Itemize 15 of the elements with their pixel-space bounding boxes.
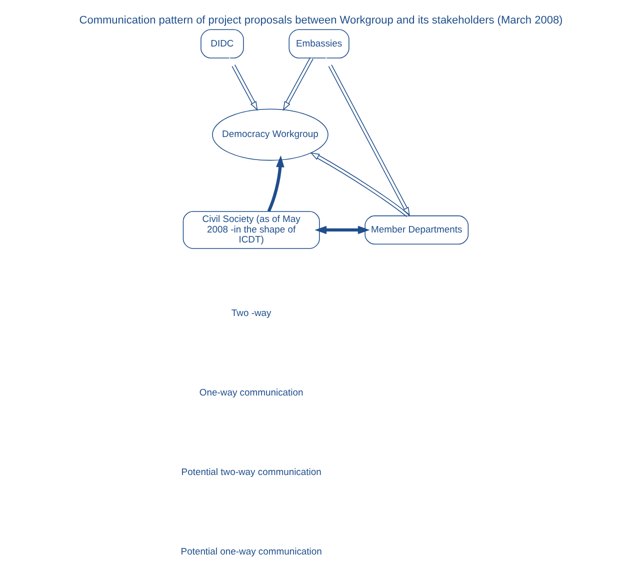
arrow	[267, 155, 284, 212]
diagram-title: Communication pattern of project proposals between Workgroup and its stakeholders (March 2008)	[79, 14, 563, 27]
arrow	[228, 57, 258, 111]
legend-label: Two -way	[231, 308, 272, 320]
arrow	[326, 57, 410, 217]
node-box: Embassies	[288, 29, 350, 58]
arrow	[282, 57, 314, 111]
arrow	[310, 152, 410, 218]
node-box: DIDC	[200, 29, 244, 58]
legend-label: Potential two-way communication	[181, 467, 322, 478]
legend-label: Potential one-way communication	[180, 546, 322, 558]
node-box: Member Departments	[364, 215, 469, 245]
node-box: Civil Society (as of May 2008 -in the shape of ICDT)	[182, 211, 320, 249]
legend-label: One-way communication	[199, 388, 304, 399]
arrow	[314, 226, 370, 234]
